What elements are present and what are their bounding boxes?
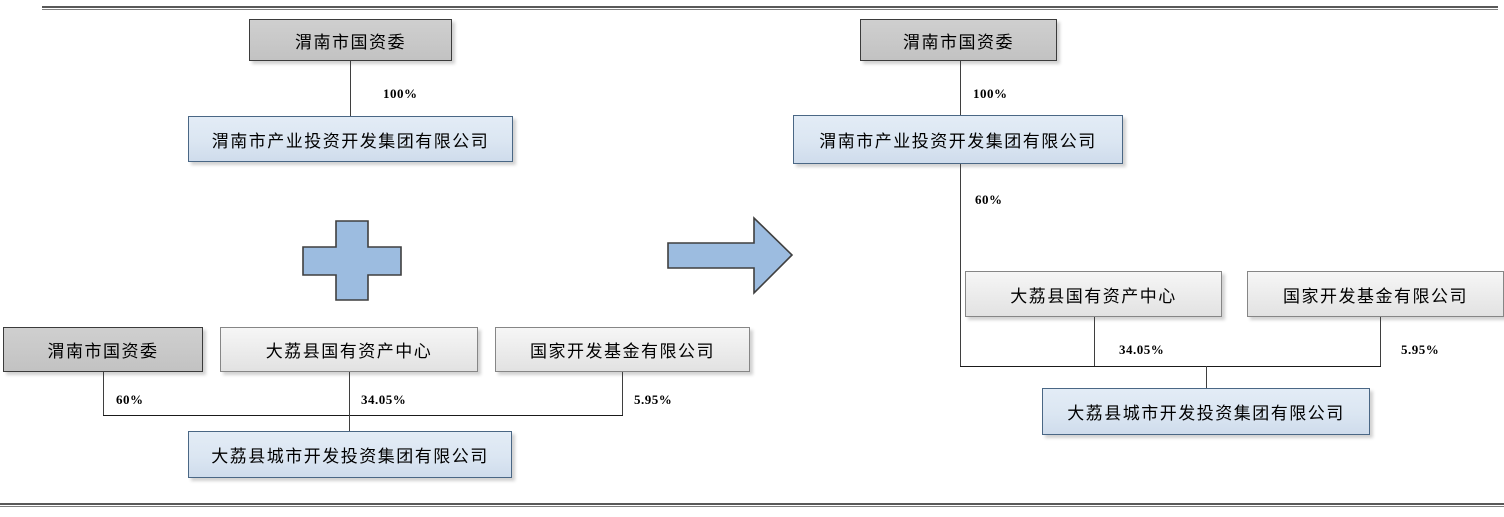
connector-after-sh2-drop (1380, 317, 1381, 366)
connector-after-parent-to-mid (960, 61, 961, 115)
node-dali-state-assets-center-left[interactable]: 大荔县国有资产中心 (220, 327, 478, 372)
percent-label-after-3405: 34.05% (1119, 342, 1165, 357)
top-horizontal-rule-hairline (42, 9, 1498, 10)
connector-after-mid-to-bus (960, 164, 961, 366)
connector-after-bus (960, 366, 1381, 367)
connector-b-sh1-drop (103, 372, 104, 416)
node-weinan-sasac-top-right[interactable]: 渭南市国资委 (860, 19, 1057, 61)
connector-b-sh2-drop (349, 372, 350, 416)
node-cdb-development-fund-right[interactable]: 国家开发基金有限公司 (1247, 271, 1504, 317)
connector-after-bus-to-child (1206, 366, 1207, 388)
node-dali-urban-development-right[interactable]: 大荔县城市开发投资集团有限公司 (1042, 388, 1370, 435)
node-weinan-sasac-shareholder-left[interactable]: 渭南市国资委 (3, 327, 203, 372)
node-weinan-industry-investment-right[interactable]: 渭南市产业投资开发集团有限公司 (793, 115, 1123, 164)
connector-b-sh3-drop (622, 372, 623, 416)
connector-a-parent-to-child (350, 61, 351, 116)
bottom-horizontal-rule (0, 503, 1504, 505)
node-cdb-development-fund-left[interactable]: 国家开发基金有限公司 (495, 327, 750, 372)
percent-label-b-60: 60% (116, 392, 144, 407)
node-dali-state-assets-center-right[interactable]: 大荔县国有资产中心 (965, 271, 1222, 317)
right-arrow-icon (666, 210, 796, 302)
connector-b-bus-to-child (349, 415, 350, 431)
percent-label-a-100: 100% (383, 86, 418, 101)
node-dali-urban-development-left[interactable]: 大荔县城市开发投资集团有限公司 (188, 431, 512, 478)
percent-label-after-595: 5.95% (1401, 342, 1440, 357)
bottom-horizontal-rule-hairline (0, 506, 1504, 507)
node-weinan-industry-investment-left[interactable]: 渭南市产业投资开发集团有限公司 (188, 116, 513, 162)
node-weinan-sasac-top-left[interactable]: 渭南市国资委 (249, 19, 452, 61)
connector-b-bus (103, 415, 623, 416)
connector-after-sh1-drop (1094, 317, 1095, 366)
percent-label-after-100: 100% (973, 86, 1008, 101)
percent-label-after-60: 60% (975, 192, 1003, 207)
percent-label-b-595: 5.95% (634, 392, 673, 407)
percent-label-b-3405: 34.05% (361, 392, 407, 407)
top-horizontal-rule (42, 6, 1498, 8)
plus-icon (300, 219, 404, 303)
